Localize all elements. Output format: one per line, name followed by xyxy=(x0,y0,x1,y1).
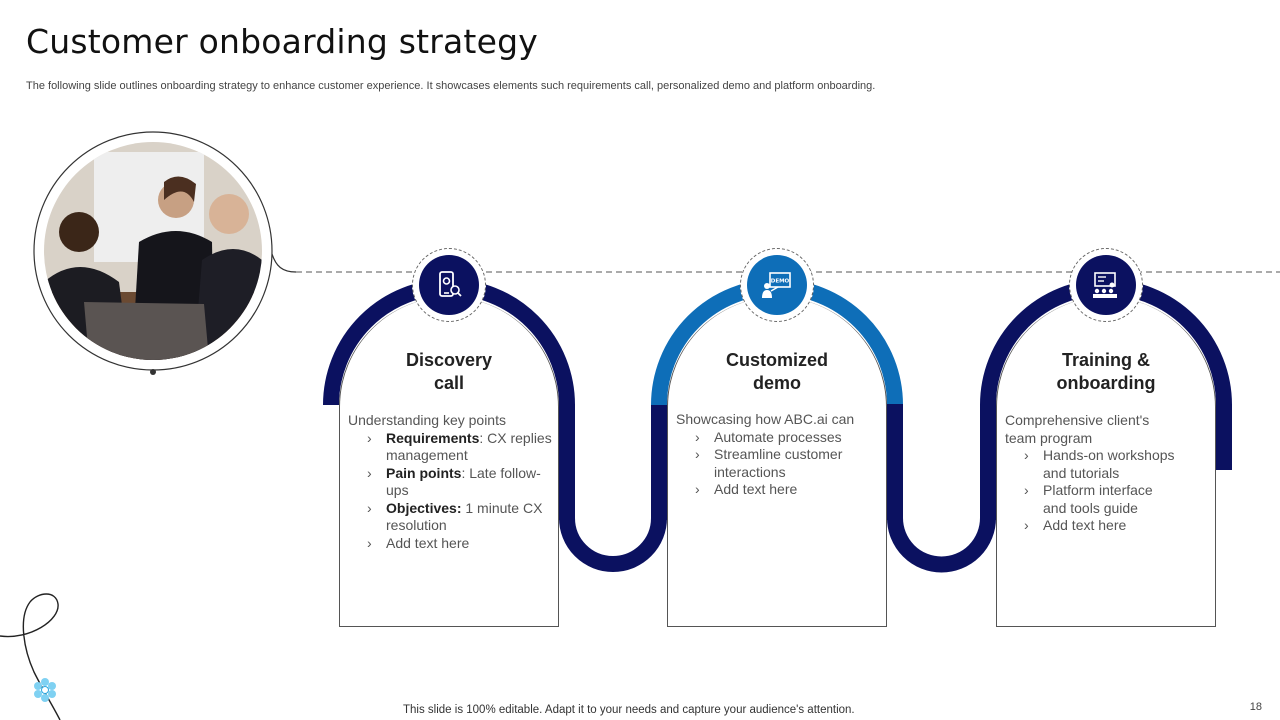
training-board-icon xyxy=(1076,255,1136,315)
bullet-text: : Late follow-ups xyxy=(386,464,541,499)
step-title: Customized demo xyxy=(668,349,886,395)
bullet-text: Hands-on workshops and tutorials xyxy=(1043,447,1175,481)
step-title: Training & onboarding xyxy=(997,349,1215,395)
step-bullet-list: Requirements: CX replies management Pain… xyxy=(348,430,552,553)
list-item: Objectives: 1 minute CX resolution xyxy=(367,499,552,535)
step-title-line-1: Discovery xyxy=(405,350,493,370)
training-board-glyph xyxy=(1093,272,1117,298)
phone-location-icon xyxy=(419,255,479,315)
bullet-bold: Objectives: xyxy=(386,499,462,516)
demo-presentation-glyph: DEMO xyxy=(762,272,791,298)
bullet-bold: Pain points xyxy=(386,464,462,481)
bullet-text: : CX replies management xyxy=(386,429,552,464)
step-body: Showcasing how ABC.ai can Automate proce… xyxy=(676,411,880,499)
demo-presentation-icon: DEMO xyxy=(747,255,807,315)
valley-2 xyxy=(887,517,996,573)
step-bullet-list: Hands-on workshops and tutorials Platfor… xyxy=(1005,447,1175,535)
step-intro: Showcasing how ABC.ai can xyxy=(676,411,855,427)
slide-title: Customer onboarding strategy xyxy=(26,22,538,61)
bullet-text: Automate processes xyxy=(714,428,842,445)
list-item: Add text here xyxy=(1024,517,1175,535)
photo-anchor-dot xyxy=(150,369,156,375)
step-card-discovery-call: Discovery call Understanding key points … xyxy=(339,297,559,627)
list-item: Hands-on workshops and tutorials xyxy=(1024,447,1175,482)
step-intro: Understanding key points xyxy=(348,412,506,428)
bullet-text: Add text here xyxy=(1043,517,1127,533)
list-item: Streamline customer interactions xyxy=(695,446,880,481)
valley-1 xyxy=(559,517,667,572)
step-intro: Comprehensive client's team program xyxy=(1005,412,1150,446)
bullet-text: Add text here xyxy=(714,481,798,497)
photo-connector-line xyxy=(271,253,297,273)
bullet-text: Streamline customer interactions xyxy=(714,446,843,480)
step-title-line-1: Training & xyxy=(1061,350,1150,370)
phone-location-glyph xyxy=(439,271,462,297)
list-item: Pain points: Late follow-ups xyxy=(367,464,552,500)
step-card-customized-demo: Customized demo Showcasing how ABC.ai ca… xyxy=(667,297,887,627)
bullet-text: 1 minute CX resolution xyxy=(386,499,543,534)
flower-icon xyxy=(34,678,56,702)
slide-footer: This slide is 100% editable. Adapt it to… xyxy=(403,704,855,716)
step-bullet-list: Automate processes Streamline customer i… xyxy=(676,429,880,499)
team-photo-illustration xyxy=(44,142,262,360)
step-title-line-2: demo xyxy=(752,373,801,393)
step-body: Understanding key points Requirements: C… xyxy=(348,412,552,552)
list-item: Requirements: CX replies management xyxy=(367,429,552,465)
step-title: Discovery call xyxy=(340,349,558,395)
step-title-line-2: call xyxy=(433,373,465,393)
step-card-training-onboarding: Training & onboarding Comprehensive clie… xyxy=(996,297,1216,627)
curl-decoration xyxy=(0,593,61,720)
page-number: 18 xyxy=(1249,701,1262,713)
list-item: Add text here xyxy=(367,534,552,553)
slide-subtitle: The following slide outlines onboarding … xyxy=(26,80,876,92)
list-item: Automate processes xyxy=(695,428,880,447)
team-photo xyxy=(44,142,262,360)
bullet-text: Platform interface and tools guide xyxy=(1043,482,1153,516)
step-body: Comprehensive client's team program Hand… xyxy=(1005,412,1175,535)
demo-label: DEMO xyxy=(771,279,790,285)
bullet-bold: Requirements xyxy=(386,429,480,446)
bullet-text: Add text here xyxy=(386,534,470,551)
step-title-line-1: Customized xyxy=(725,350,828,370)
list-item: Add text here xyxy=(695,481,880,499)
list-item: Platform interface and tools guide xyxy=(1024,482,1175,517)
step-title-line-2: onboarding xyxy=(1056,373,1156,393)
